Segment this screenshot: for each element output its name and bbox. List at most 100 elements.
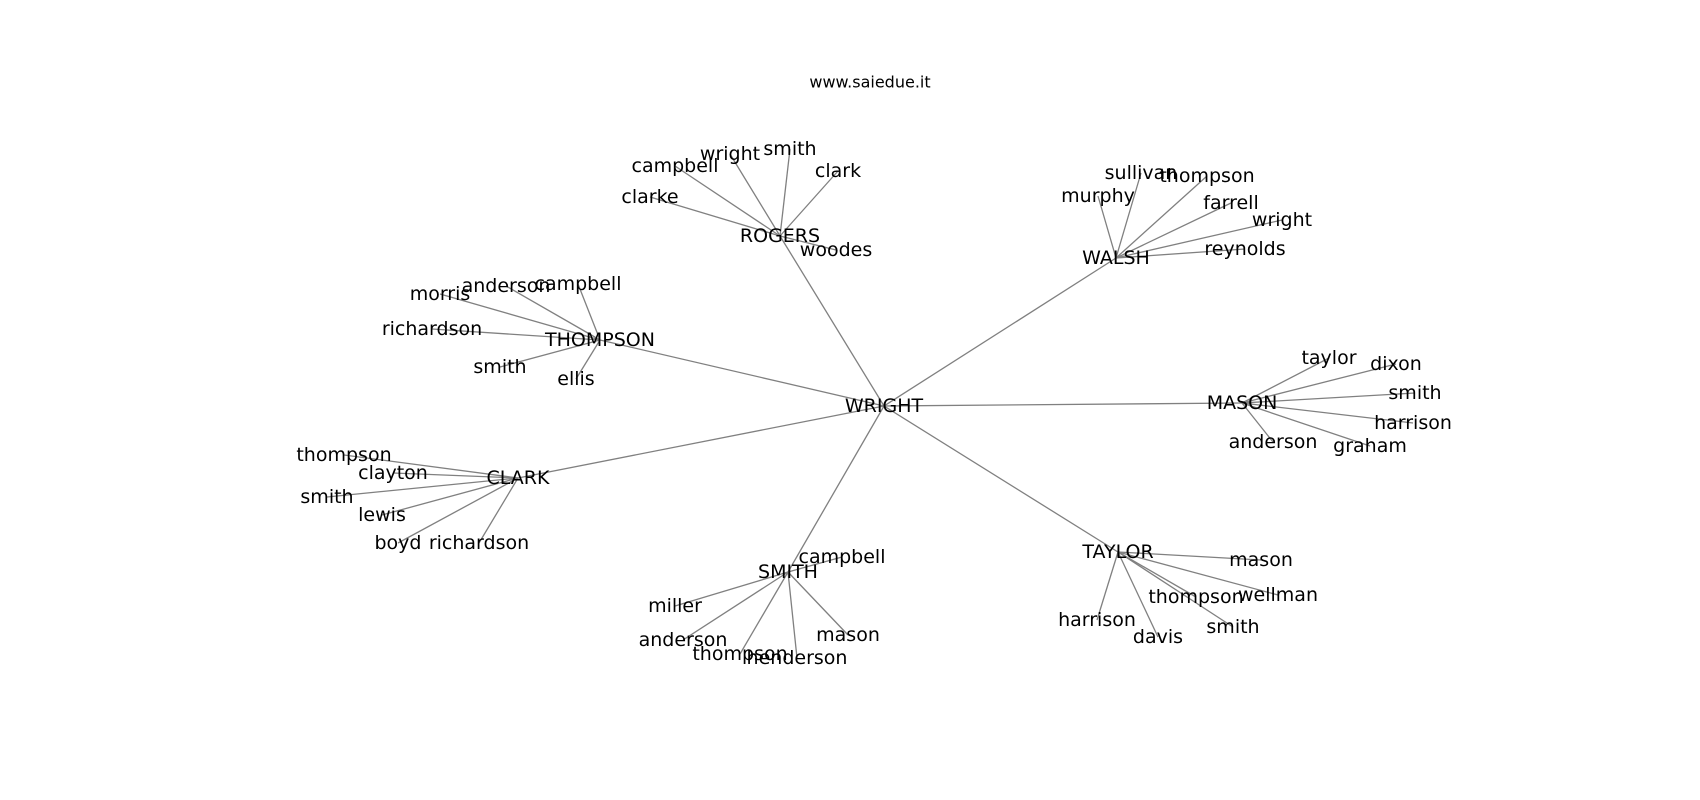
leaf-node-smith-campbell: campbell <box>799 546 886 568</box>
leaf-node-clark-richardson: richardson <box>429 532 529 554</box>
edge-taylor-davis <box>1117 551 1159 638</box>
leaf-node-thompson-morris: morris <box>410 283 471 305</box>
leaf-node-clark-clayton: clayton <box>358 462 428 484</box>
leaf-node-smith-henderson: henderson <box>747 647 848 669</box>
edge-taylor-thompson <box>1117 551 1197 598</box>
edge-root-walsh <box>883 257 1117 407</box>
edge-clark-lewis <box>381 477 519 516</box>
leaf-node-walsh-wright: wright <box>1252 209 1312 231</box>
leaf-node-thompson-anderson: anderson <box>462 275 551 297</box>
edge-mason-dixon <box>1241 363 1397 404</box>
leaf-node-taylor-smith: smith <box>1206 616 1259 638</box>
leaf-node-clark-thompson: thompson <box>296 444 391 466</box>
leaf-node-mason-graham: graham <box>1333 435 1407 457</box>
edge-thompson-smith <box>499 339 601 368</box>
edge-walsh-thompson <box>1115 175 1208 259</box>
leaf-node-clark-boyd: boyd <box>375 532 422 554</box>
edge-thompson-campbell <box>577 283 601 341</box>
leaf-node-thompson-richardson: richardson <box>382 318 482 340</box>
leaf-node-thompson-ellis: ellis <box>557 368 594 390</box>
leaf-node-mason-anderson: anderson <box>1229 431 1318 453</box>
edge-smith-campbell <box>787 556 843 573</box>
edge-mason-graham <box>1241 402 1371 447</box>
edge-thompson-ellis <box>575 339 601 380</box>
edge-clark-smith <box>326 477 519 498</box>
hub-node-thompson: THOMPSON <box>544 329 655 351</box>
hub-node-rogers: ROGERS <box>740 225 820 247</box>
edge-root-rogers <box>779 235 885 407</box>
leaf-node-walsh-murphy: murphy <box>1061 185 1135 207</box>
leaf-node-rogers-campbell: campbell <box>632 155 719 177</box>
leaf-node-walsh-reynolds: reynolds <box>1204 238 1285 260</box>
edge-walsh-farrell <box>1115 202 1232 259</box>
edge-smith-anderson <box>682 571 789 641</box>
edge-walsh-wright <box>1115 219 1283 259</box>
hub-node-smith: SMITH <box>758 561 818 583</box>
leaf-node-clark-lewis: lewis <box>358 504 406 526</box>
edge-rogers-clarke <box>649 196 781 237</box>
leaf-node-rogers-clarke: clarke <box>621 186 678 208</box>
edge-root-mason <box>883 402 1243 407</box>
graph-title: www.saiedue.it <box>809 73 930 92</box>
edge-root-taylor <box>883 405 1119 553</box>
leaf-node-walsh-farrell: farrell <box>1203 192 1258 214</box>
edge-taylor-mason <box>1117 551 1262 561</box>
leaf-node-taylor-wellman: wellman <box>1238 584 1318 606</box>
edge-thompson-richardson <box>431 328 601 341</box>
hub-node-taylor: TAYLOR <box>1081 541 1153 563</box>
edge-root-clark <box>517 405 885 479</box>
root-node-label: WRIGHT <box>845 395 924 417</box>
edge-clark-clayton <box>392 472 519 479</box>
leaf-node-taylor-davis: davis <box>1133 626 1183 648</box>
edge-walsh-murphy <box>1097 195 1117 259</box>
leaf-node-walsh-sullivan: sullivan <box>1105 162 1178 184</box>
leaf-node-mason-taylor: taylor <box>1301 347 1356 369</box>
leaf-node-clark-smith: smith <box>300 486 353 508</box>
leaf-node-rogers-smith: smith <box>763 138 816 160</box>
hub-node-mason: MASON <box>1207 392 1278 414</box>
edge-root-smith <box>787 405 885 573</box>
edge-walsh-reynolds <box>1115 248 1246 259</box>
edge-smith-miller <box>674 571 789 607</box>
edges-layer <box>326 148 1416 659</box>
edge-walsh-sullivan <box>1115 172 1142 259</box>
edge-smith-mason <box>787 571 849 636</box>
edge-clark-boyd <box>397 477 519 544</box>
edge-smith-thompson <box>739 571 789 655</box>
edge-taylor-smith <box>1117 551 1234 628</box>
edge-smith-henderson <box>787 571 798 659</box>
edge-thompson-morris <box>439 293 601 341</box>
edge-taylor-wellman <box>1117 551 1279 596</box>
edge-clark-thompson <box>343 454 519 479</box>
leaf-node-rogers-wright: wright <box>700 143 760 165</box>
leaf-node-mason-smith: smith <box>1388 382 1441 404</box>
hub-node-walsh: WALSH <box>1082 247 1150 269</box>
edge-mason-smith <box>1241 392 1416 404</box>
leaf-node-taylor-harrison: harrison <box>1058 609 1136 631</box>
leaf-node-smith-mason: mason <box>816 624 880 646</box>
leaf-node-taylor-thompson: thompson <box>1148 586 1243 608</box>
leaf-node-smith-anderson: anderson <box>639 629 728 651</box>
leaf-node-mason-dixon: dixon <box>1370 353 1422 375</box>
hub-node-clark: CLARK <box>487 467 550 489</box>
edge-mason-harrison <box>1241 402 1414 424</box>
edge-rogers-campbell <box>674 165 781 237</box>
edge-rogers-clark <box>779 170 839 237</box>
edge-rogers-smith <box>779 148 791 237</box>
leaf-node-smith-miller: miller <box>648 595 702 617</box>
edge-taylor-harrison <box>1096 551 1119 621</box>
edge-rogers-wright <box>729 153 781 237</box>
leaf-node-smith-thompson: thompson <box>692 643 787 665</box>
edge-clark-richardson <box>478 477 519 544</box>
edge-rogers-woodes <box>779 235 837 251</box>
edge-root-thompson <box>599 339 885 407</box>
leaf-node-rogers-woodes: woodes <box>800 239 872 261</box>
edge-thompson-anderson <box>505 285 601 341</box>
leaf-node-thompson-campbell: campbell <box>535 273 622 295</box>
leaf-node-rogers-clark: clark <box>815 160 861 182</box>
edge-mason-anderson <box>1241 402 1274 443</box>
leaf-node-thompson-smith: smith <box>473 356 526 378</box>
leaf-node-taylor-mason: mason <box>1229 549 1293 571</box>
